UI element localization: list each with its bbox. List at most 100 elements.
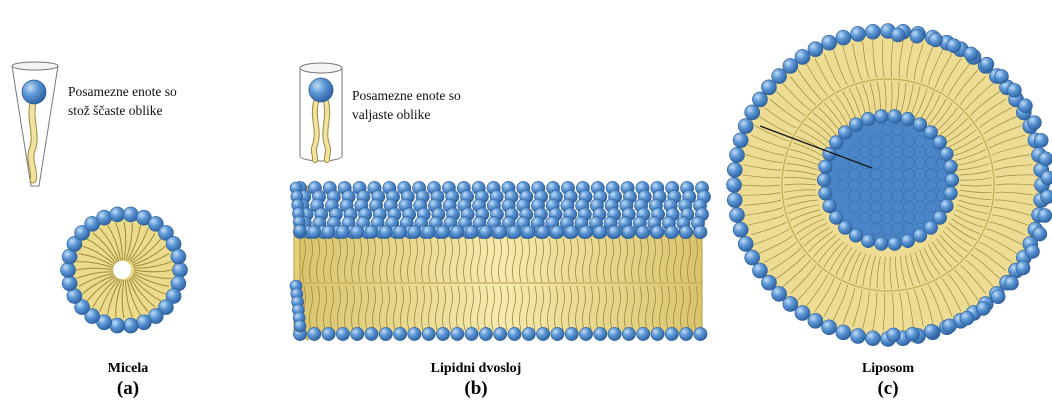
lipid-head: [522, 225, 535, 238]
lipid-head: [171, 249, 186, 264]
lipid-head: [551, 225, 564, 238]
lipid-head: [665, 327, 678, 340]
caption-a: Micela (a): [38, 360, 218, 400]
core-cell: [849, 169, 860, 180]
cone-note-line-2: stož ščaste oblike: [68, 103, 162, 118]
lipid-head: [888, 110, 902, 124]
lipid-head: [942, 319, 956, 333]
core-cell: [893, 180, 904, 191]
caption-c-letter: (c): [798, 378, 978, 400]
lipid-head: [924, 324, 938, 338]
core-cell: [838, 169, 849, 180]
lipid-head: [680, 225, 693, 238]
lipid-head: [1025, 244, 1039, 258]
lipid-head: [365, 225, 378, 238]
lipid-head: [865, 331, 880, 346]
lipid-head: [850, 329, 865, 344]
lipid-head: [551, 327, 564, 340]
caption-b: Lipidni dvosloj (b): [386, 360, 566, 400]
core-cell: [926, 191, 937, 202]
lipid-head: [694, 327, 707, 340]
lipid-head: [861, 234, 875, 248]
lipid-head: [727, 162, 742, 177]
lipid-head: [637, 327, 650, 340]
caption-c: Liposom (c): [798, 360, 978, 400]
lipid-head: [795, 49, 810, 64]
lipid-head: [110, 318, 125, 333]
core-cell: [904, 202, 915, 213]
lipid-head: [436, 327, 449, 340]
lipid-head: [351, 225, 364, 238]
lipid-head: [173, 263, 188, 278]
core-cell: [904, 169, 915, 180]
lipid-head: [944, 187, 958, 201]
lipid-head: [1039, 152, 1052, 166]
core-cell: [893, 125, 904, 136]
core-cell: [893, 213, 904, 224]
lipid-head: [322, 225, 335, 238]
lipid-head: [451, 327, 464, 340]
core-cell: [893, 224, 904, 235]
core-cell: [871, 202, 882, 213]
lipid-head: [991, 290, 1005, 304]
lipid-bilayer-diagram: [290, 181, 711, 340]
lipid-head: [875, 237, 889, 251]
caption-c-name: Liposom: [798, 360, 978, 378]
core-cell: [915, 213, 926, 224]
lipid-head: [976, 301, 990, 315]
lipid-head: [733, 222, 748, 237]
lipid-head: [336, 327, 349, 340]
core-cell: [915, 191, 926, 202]
lipid-head: [733, 133, 748, 148]
lipid-head: [365, 327, 378, 340]
core-cell: [871, 169, 882, 180]
lipid-head: [1004, 276, 1018, 290]
lipid-head: [888, 237, 902, 251]
lipid-head: [745, 105, 760, 120]
lipid-head: [836, 325, 851, 340]
lipid-head: [579, 327, 592, 340]
lipid-head: [738, 236, 753, 251]
lipid-head: [808, 42, 823, 57]
lipid-head: [494, 327, 507, 340]
cone-lipid-unit: [12, 62, 58, 186]
caption-b-letter: (b): [386, 378, 566, 400]
lipid-head: [422, 225, 435, 238]
core-cell: [893, 169, 904, 180]
lipid-head: [964, 47, 978, 61]
core-cell: [860, 191, 871, 202]
lipid-head: [960, 311, 974, 325]
core-cell: [904, 224, 915, 235]
lipid-head: [608, 225, 621, 238]
lipid-head: [944, 160, 958, 174]
core-cell: [926, 180, 937, 191]
lipid-head: [665, 225, 678, 238]
lipid-head: [494, 225, 507, 238]
lipid-head: [422, 327, 435, 340]
core-cell: [893, 158, 904, 169]
cylinder-lipid-unit: [300, 63, 342, 161]
lipid-head: [97, 210, 112, 225]
lipid-head: [875, 110, 889, 124]
core-cell: [849, 180, 860, 191]
lipid-head: [817, 173, 831, 187]
lipid-head: [929, 33, 943, 47]
lipid-head: [886, 328, 900, 342]
micelle-diagram: [61, 207, 188, 333]
lipid-head: [622, 327, 635, 340]
core-cell: [882, 180, 893, 191]
core-cell: [915, 147, 926, 158]
lipid-head: [637, 225, 650, 238]
core-cell: [882, 213, 893, 224]
lipid-head: [436, 225, 449, 238]
caption-a-letter: (a): [38, 378, 218, 400]
core-cell: [849, 147, 860, 158]
lipid-head: [822, 35, 837, 50]
lipid-head: [913, 229, 927, 243]
lipid-head: [537, 225, 550, 238]
core-cell: [893, 136, 904, 147]
core-cell: [860, 136, 871, 147]
lipid-head: [819, 187, 833, 201]
core-cell: [904, 136, 915, 147]
